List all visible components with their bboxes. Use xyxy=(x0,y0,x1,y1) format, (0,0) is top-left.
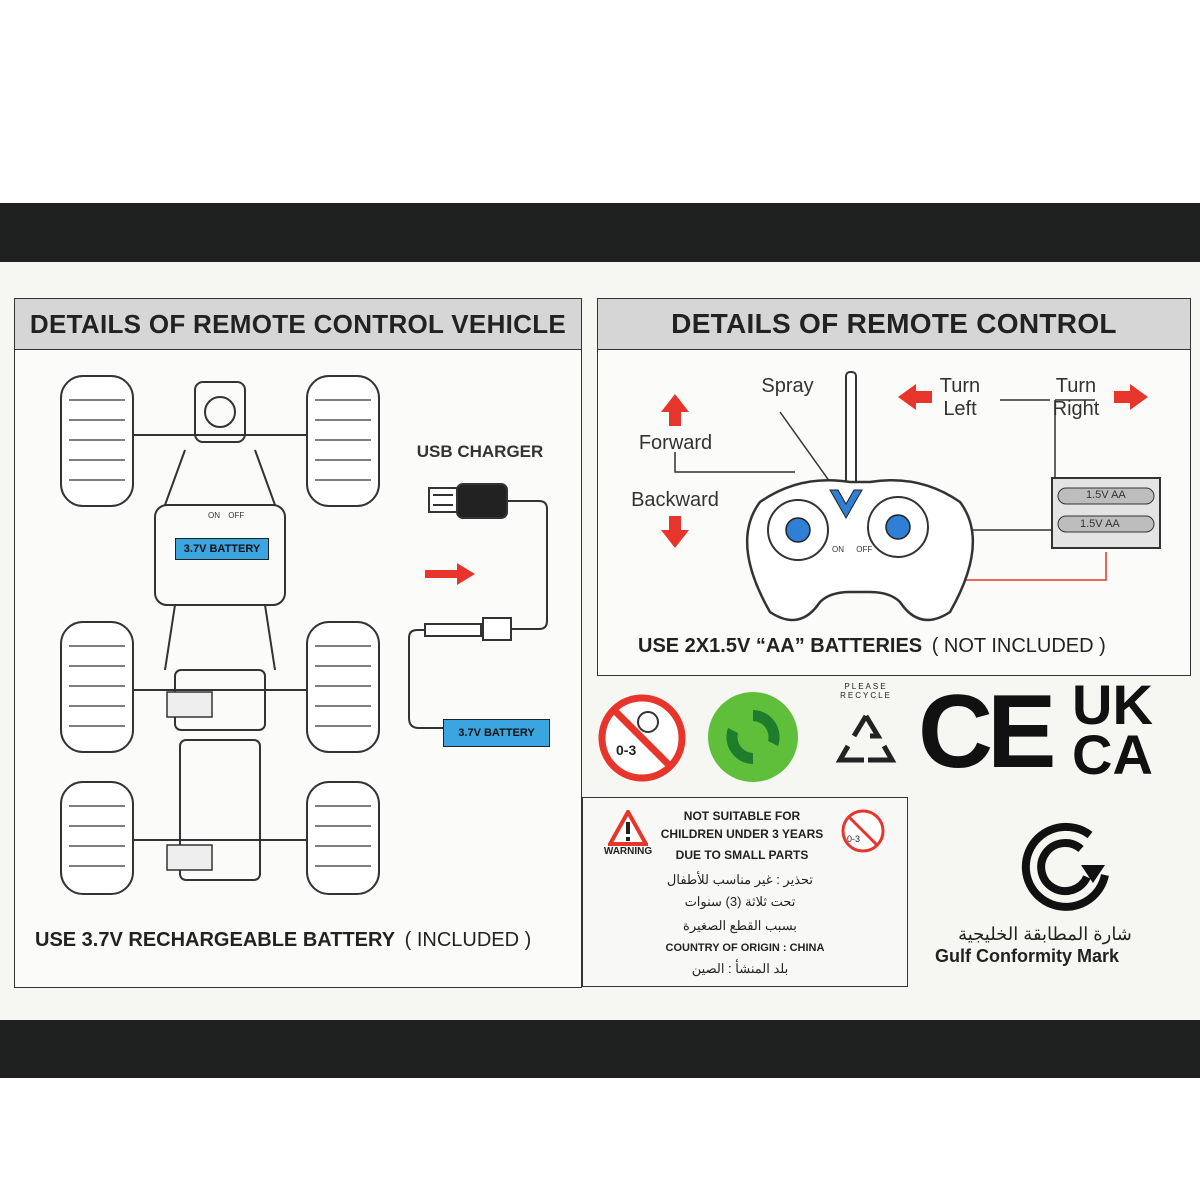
remote-control-diagram xyxy=(661,371,1161,622)
tire-mid-right xyxy=(306,621,380,753)
country-of-origin: COUNTRY OF ORIGIN : CHINA xyxy=(665,942,825,954)
gulf-mark-english: Gulf Conformity Mark xyxy=(935,946,1120,966)
warning-arabic-3: بسبب القطع الصغيرة xyxy=(683,918,797,933)
vehicle-panel-title: DETAILS OF REMOTE CONTROL VEHICLE xyxy=(15,299,581,350)
ukca-mark: UK CA xyxy=(1072,673,1153,786)
warning-line-3: DUE TO SMALL PARTS xyxy=(675,848,809,862)
green-dot-icon xyxy=(708,692,798,782)
tire-rear-right xyxy=(306,781,380,895)
spray-label: Spray xyxy=(761,375,814,397)
ukca-top: UK xyxy=(1072,673,1153,736)
charge-direction-arrow xyxy=(425,563,475,585)
vehicle-power-switch[interactable]: ON OFF xyxy=(208,511,244,520)
backward-arrow-icon xyxy=(661,516,689,548)
vehicle-chassis-diagram xyxy=(60,375,380,895)
turn-right-arrow-icon xyxy=(1114,384,1148,410)
battery-cell-1: 1.5V AA xyxy=(1086,489,1126,501)
vehicle-battery-pack: 3.7V BATTERY xyxy=(175,538,269,560)
gulf-conformity-logo xyxy=(1021,822,1109,911)
age-badge-text: 0-3 xyxy=(616,742,637,758)
origin-arabic: بلد المنشأ : الصين xyxy=(691,961,789,976)
turn-left-arrow-icon xyxy=(898,384,932,410)
switch-off-label: OFF xyxy=(228,511,245,520)
usb-charger-label: USB CHARGER xyxy=(416,442,544,461)
warning-triangle-icon xyxy=(608,810,648,846)
warning-line-2: CHILDREN UNDER 3 YEARS xyxy=(660,827,824,841)
gulf-mark-arabic: شارة المطابقة الخليجية xyxy=(958,924,1132,944)
tire-front-right xyxy=(306,375,380,507)
remote-panel-title: DETAILS OF REMOTE CONTROL xyxy=(598,299,1190,350)
warning-label: WARNING xyxy=(603,846,653,857)
usb-charger-cable xyxy=(408,483,548,729)
warning-arabic-1: تحذير : غير مناسب للأطفال xyxy=(666,872,814,887)
please-recycle-icon xyxy=(835,714,897,763)
tire-front-left xyxy=(60,375,134,507)
turn-right-label: Turn Right xyxy=(1052,375,1100,420)
warning-age-icon xyxy=(841,809,885,853)
switch-on-label: ON xyxy=(208,511,220,520)
battery-cell-2: 1.5V AA xyxy=(1080,518,1120,530)
remote-footer-light: ( NOT INCLUDED ) xyxy=(931,635,1106,657)
vehicle-footer-light: ( INCLUDED ) xyxy=(404,929,532,951)
remote-footer: USE 2X1.5V “AA” BATTERIES ( NOT INCLUDED… xyxy=(638,635,1106,658)
top-dark-band xyxy=(0,203,1200,262)
remote-switch-on-label: ON xyxy=(832,545,844,554)
tire-mid-left xyxy=(60,621,134,753)
remote-footer-bold: USE 2X1.5V “AA” BATTERIES xyxy=(638,635,923,657)
ukca-bottom: CA xyxy=(1072,723,1153,786)
tire-rear-left xyxy=(60,781,134,895)
backward-label: Backward xyxy=(631,489,719,511)
spray-button-icon xyxy=(829,489,863,520)
forward-arrow-icon xyxy=(661,394,689,426)
please-recycle-text: PLEASE RECYCLE xyxy=(840,682,892,700)
vehicle-footer: USE 3.7V RECHARGEABLE BATTERY ( INCLUDED… xyxy=(35,929,531,952)
warning-line-1: NOT SUITABLE FOR xyxy=(683,809,801,823)
warning-arabic-2: تحت ثلاثة (3) سنوات xyxy=(684,894,796,909)
forward-label: Forward xyxy=(638,432,713,454)
warning-age-badge: 0-3 xyxy=(847,834,861,844)
charger-battery-pack: 3.7V BATTERY xyxy=(443,719,550,747)
remote-switch-off-label: OFF xyxy=(856,545,873,554)
bottom-dark-band xyxy=(0,1020,1200,1078)
remote-power-switch[interactable]: ON OFF xyxy=(832,545,872,554)
vehicle-footer-bold: USE 3.7V RECHARGEABLE BATTERY xyxy=(35,929,396,951)
ce-mark: CE xyxy=(918,674,1057,790)
not-for-under-3-icon xyxy=(598,694,686,782)
turn-left-label: Turn Left xyxy=(939,375,981,420)
